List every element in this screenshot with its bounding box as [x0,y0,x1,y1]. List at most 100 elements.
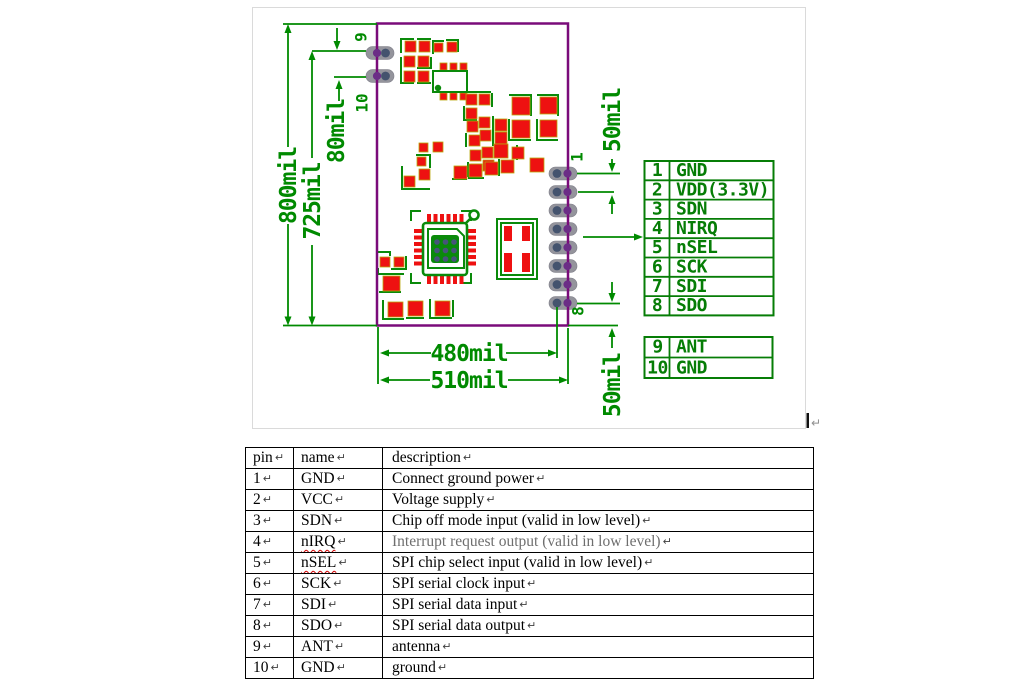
pin-table-label: GND [676,160,708,181]
smd-pads [379,40,558,318]
cell-name[interactable]: SDI↵ [293,594,383,616]
return-mark: ↵ [270,661,280,674]
return-mark: ↵ [262,619,272,632]
pin-table-num: 5 [652,237,662,258]
table-row: 4↵ nIRQ↵ Interrupt request output (valid… [245,531,814,553]
cell-description[interactable]: SPI serial clock input↵ [382,573,814,595]
header-name[interactable]: name↵ [293,447,383,469]
board-pin-label-10: 10 [353,93,372,112]
cell-pin[interactable]: 5↵ [245,552,294,574]
cell-pin[interactable]: 9↵ [245,636,294,658]
cell-name[interactable]: GND↵ [293,657,383,679]
crystal-component [496,218,538,280]
cell-description[interactable]: Chip off mode input (valid in low level)… [382,510,814,532]
return-mark: ↵ [644,556,654,569]
ant-table-label: ANT [676,337,708,358]
dim-80mil: 80mil [324,99,350,163]
dim-50mil-bottom: 50mil [600,353,626,417]
paragraph-mark: ↵ [811,416,821,430]
cell-description[interactable]: SPI serial data output↵ [382,615,814,637]
cell-description[interactable]: ground↵ [382,657,814,679]
return-mark: ↵ [336,661,346,674]
pin-table-label: VDD(3.3V) [676,179,769,200]
cell-name[interactable]: ANT↵ [293,636,383,658]
cell-name[interactable]: GND↵ [293,468,383,490]
cell-name[interactable]: VCC↵ [293,489,383,511]
cell-name[interactable]: nSEL↵ [293,552,383,574]
cell-pin[interactable]: 6↵ [245,573,294,595]
table-row: 9↵ ANT↵ antenna↵ [245,636,814,658]
return-mark: ↵ [334,619,344,632]
return-mark: ↵ [442,640,452,653]
table-row: 6↵ SCK↵ SPI serial clock input↵ [245,573,814,595]
return-mark: ↵ [536,472,546,485]
cell-description[interactable]: antenna↵ [382,636,814,658]
pin-table-num: 7 [652,276,662,297]
header-description[interactable]: description↵ [382,447,814,469]
cell-name[interactable]: SCK↵ [293,573,383,595]
return-mark: ↵ [262,535,272,548]
dim-800mil: 800mil [276,147,302,224]
cell-pin[interactable]: 10↵ [245,657,294,679]
return-mark: ↵ [262,493,272,506]
cell-description[interactable]: SPI serial data input↵ [382,594,814,616]
cell-pin[interactable]: 4↵ [245,531,294,553]
return-mark: ↵ [519,598,529,611]
return-mark: ↵ [527,619,537,632]
cell-description[interactable]: SPI chip select input (valid in low leve… [382,552,814,574]
return-mark: ↵ [262,598,272,611]
dim-480mil: 480mil [430,341,507,367]
pin-table-label: SDI [676,276,707,297]
return-mark: ↵ [327,598,338,611]
dimension-arrowheads [284,24,643,384]
pin-table-num: 6 [652,257,662,278]
module-dimension-diagram: 800mil 725mil 80mil 50mil 50mil 480mil 5… [252,7,821,430]
pin-table-num: 3 [652,199,662,220]
cell-name[interactable]: SDN↵ [293,510,383,532]
pcb-module-figure[interactable]: 800mil 725mil 80mil 50mil 50mil 480mil 5… [0,0,1032,442]
return-mark: ↵ [262,472,272,485]
return-mark: ↵ [334,493,345,506]
dim-725mil: 725mil [300,162,326,239]
soic8-component [432,70,468,93]
return-mark: ↵ [334,514,344,527]
pin-table-num: 1 [652,160,662,181]
return-mark: ↵ [336,451,346,464]
header-pin[interactable]: pin↵ [245,447,294,469]
dim-50mil-top: 50mil [600,88,626,152]
pin-description-table[interactable]: pin↵ name↵ description↵ 1↵ GND↵ Connect … [245,447,814,679]
return-mark: ↵ [642,514,652,527]
pcb-components [377,38,559,320]
dim-510mil: 510mil [430,368,507,394]
return-mark: ↵ [462,451,473,464]
ant-table-label: GND [676,358,708,379]
board-pin-label-9: 9 [352,32,371,42]
cell-pin[interactable]: 7↵ [245,594,294,616]
cell-pin[interactable]: 3↵ [245,510,294,532]
board-pin-label-8: 8 [569,306,588,316]
board-pin-label-1: 1 [568,152,587,162]
cell-pin[interactable]: 2↵ [245,489,294,511]
pin-table-label: SDO [676,295,708,316]
pin-table-label: SDN [676,199,707,220]
table-header-row: pin↵ name↵ description↵ [245,447,814,469]
cell-description[interactable]: Connect ground power↵ [382,468,814,490]
cell-name[interactable]: SDO↵ [293,615,383,637]
return-mark: ↵ [274,451,285,464]
table-row: 3↵ SDN↵ Chip off mode input (valid in lo… [245,510,814,532]
cell-pin[interactable]: 1↵ [245,468,294,490]
table-row: 1↵ GND↵ Connect ground power↵ [245,468,814,490]
return-mark: ↵ [337,535,347,548]
pin-table-num: 8 [652,295,662,316]
cell-description[interactable]: Interrupt request output (valid in low l… [382,531,814,553]
cell-description[interactable]: Voltage supply↵ [382,489,814,511]
return-mark: ↵ [336,472,346,485]
cell-name[interactable]: nIRQ↵ [293,531,383,553]
ant-table-num: 9 [652,337,662,358]
table-row: 10↵ GND↵ ground↵ [245,657,814,679]
table-row: 7↵ SDI↵ SPI serial data input↵ [245,594,814,616]
dimension-annotations: 800mil 725mil 80mil 50mil 50mil 480mil 5… [276,23,643,417]
silkscreen-outlines [377,38,559,320]
cell-pin[interactable]: 8↵ [245,615,294,637]
return-mark: ↵ [662,535,672,548]
